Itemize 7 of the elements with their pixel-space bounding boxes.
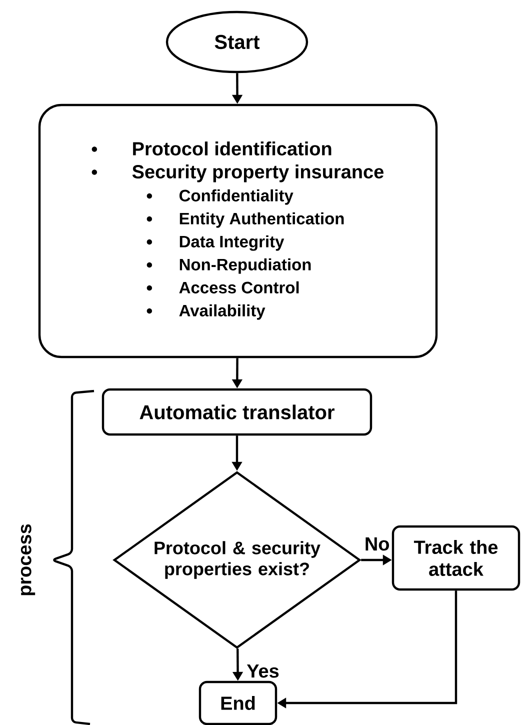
side-label: process bbox=[20, 524, 36, 596]
edge-label: Yes bbox=[246, 663, 280, 679]
end-box: End bbox=[198, 680, 278, 725]
process-box: Protocol identification Security property insurance Confidentiality Entity Authentication Data Integrity Non-Repudiation Access Control Availability bbox=[38, 104, 438, 358]
process-box: Track the attack bbox=[392, 525, 520, 591]
process-box: Automatic translator bbox=[102, 388, 372, 436]
edge-label: No bbox=[363, 536, 391, 552]
